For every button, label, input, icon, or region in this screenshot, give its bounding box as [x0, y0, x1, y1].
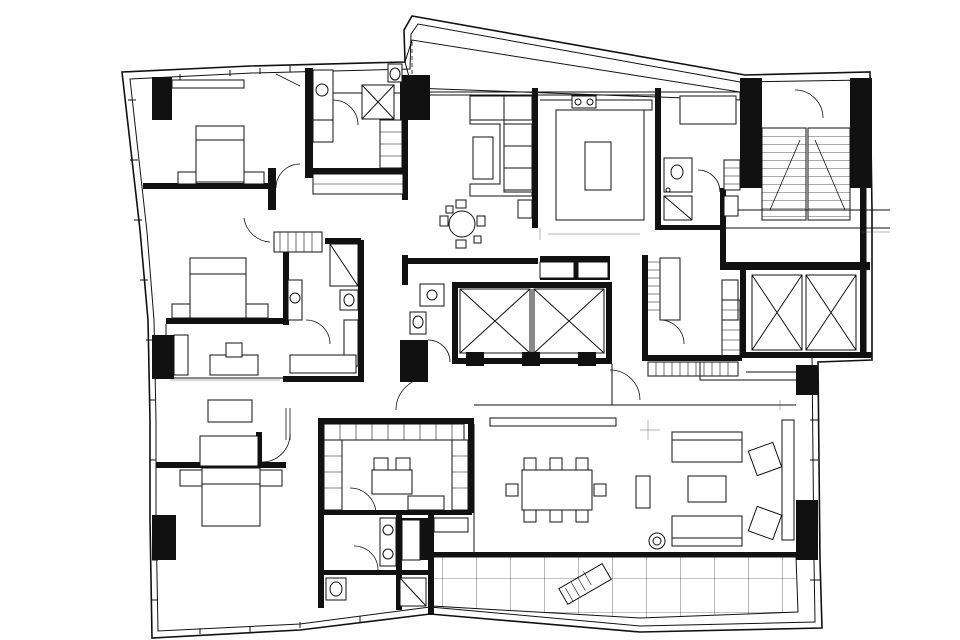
bed-2: [189, 257, 247, 319]
sofa-top: [671, 431, 743, 463]
south-terrace: [431, 556, 799, 619]
coffee-table: [472, 136, 494, 180]
kitchen-sink: [571, 95, 597, 109]
armchair-1: [747, 441, 783, 477]
bedroom-1: [171, 73, 301, 185]
round-dining-table: [448, 210, 476, 238]
partitions: [165, 91, 796, 552]
column-center: [400, 340, 428, 382]
column-ne-2: [850, 78, 872, 188]
bath-2: [287, 243, 359, 374]
bath-3: [325, 487, 427, 607]
dining-table: [521, 469, 593, 511]
sun-lounger: [558, 563, 612, 605]
north-terrace: [404, 39, 741, 101]
sofa-bottom: [671, 515, 743, 547]
bedroom-3: [179, 467, 283, 527]
elevators-center: [459, 288, 605, 366]
armchair-2: [747, 505, 783, 541]
column-w-low: [152, 515, 176, 560]
staircase: [726, 89, 890, 229]
island-cooktop: [584, 141, 612, 191]
column-east: [796, 500, 818, 560]
kitchen: [539, 95, 653, 279]
column-ne-1: [740, 78, 762, 188]
service-area: [647, 95, 890, 377]
study: [170, 334, 291, 467]
living-coffee-table: [687, 475, 727, 503]
column-w-mid: [152, 335, 174, 379]
bed-3: [201, 467, 261, 527]
living-dining: [395, 369, 795, 550]
bath-1: [275, 63, 404, 195]
powder-room: [409, 283, 451, 363]
elevators-east: [751, 274, 857, 351]
bedroom-2: [171, 217, 323, 319]
column-east-upper: [796, 365, 818, 395]
dressing-room: [323, 423, 469, 533]
column-nw: [152, 77, 172, 120]
window-marks: [128, 66, 820, 634]
bed-1: [195, 125, 245, 183]
family-room: [439, 95, 533, 249]
